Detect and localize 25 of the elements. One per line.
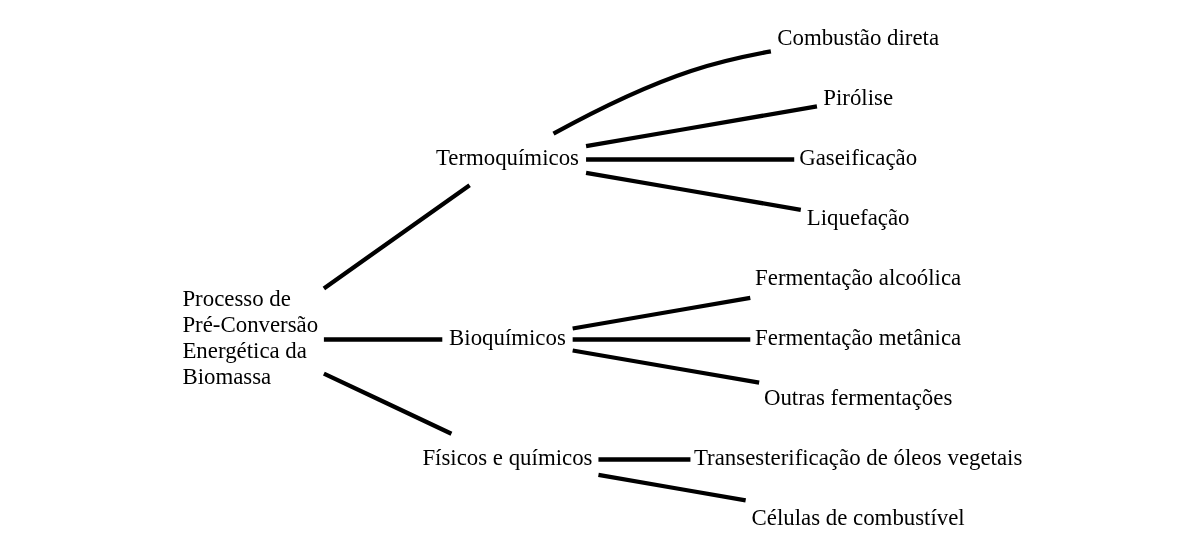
node-text: Gaseificação	[799, 144, 918, 170]
connector	[572, 295, 751, 331]
node-text: Físicos e químicos	[422, 444, 593, 470]
connector	[322, 183, 471, 291]
node-text: Liquefação	[806, 204, 910, 230]
node-text: Outras fermentações	[763, 384, 953, 410]
connector	[585, 170, 802, 212]
connector	[552, 49, 772, 136]
node-text: Fermentação alcoólica	[755, 264, 962, 290]
node-text: Transesterificação de óleos vegetais	[693, 444, 1023, 470]
node-text: Bioquímicos	[449, 324, 566, 350]
node-text: Processo de Pré-Conversão Energética da Biomassa	[182, 286, 319, 389]
connector	[572, 348, 760, 385]
node-text: Combustão direta	[777, 24, 940, 50]
connector	[572, 337, 751, 342]
connector	[323, 371, 453, 436]
connector	[585, 104, 818, 149]
node-text: Células de combustível	[751, 504, 965, 530]
node-text: Fermentação metânica	[755, 324, 962, 350]
connector	[323, 337, 443, 342]
node-text: Termoquímicos	[435, 144, 579, 170]
connector	[598, 457, 691, 462]
connector	[586, 157, 795, 162]
connector	[598, 472, 746, 503]
node-text: Pirólise	[823, 84, 894, 110]
